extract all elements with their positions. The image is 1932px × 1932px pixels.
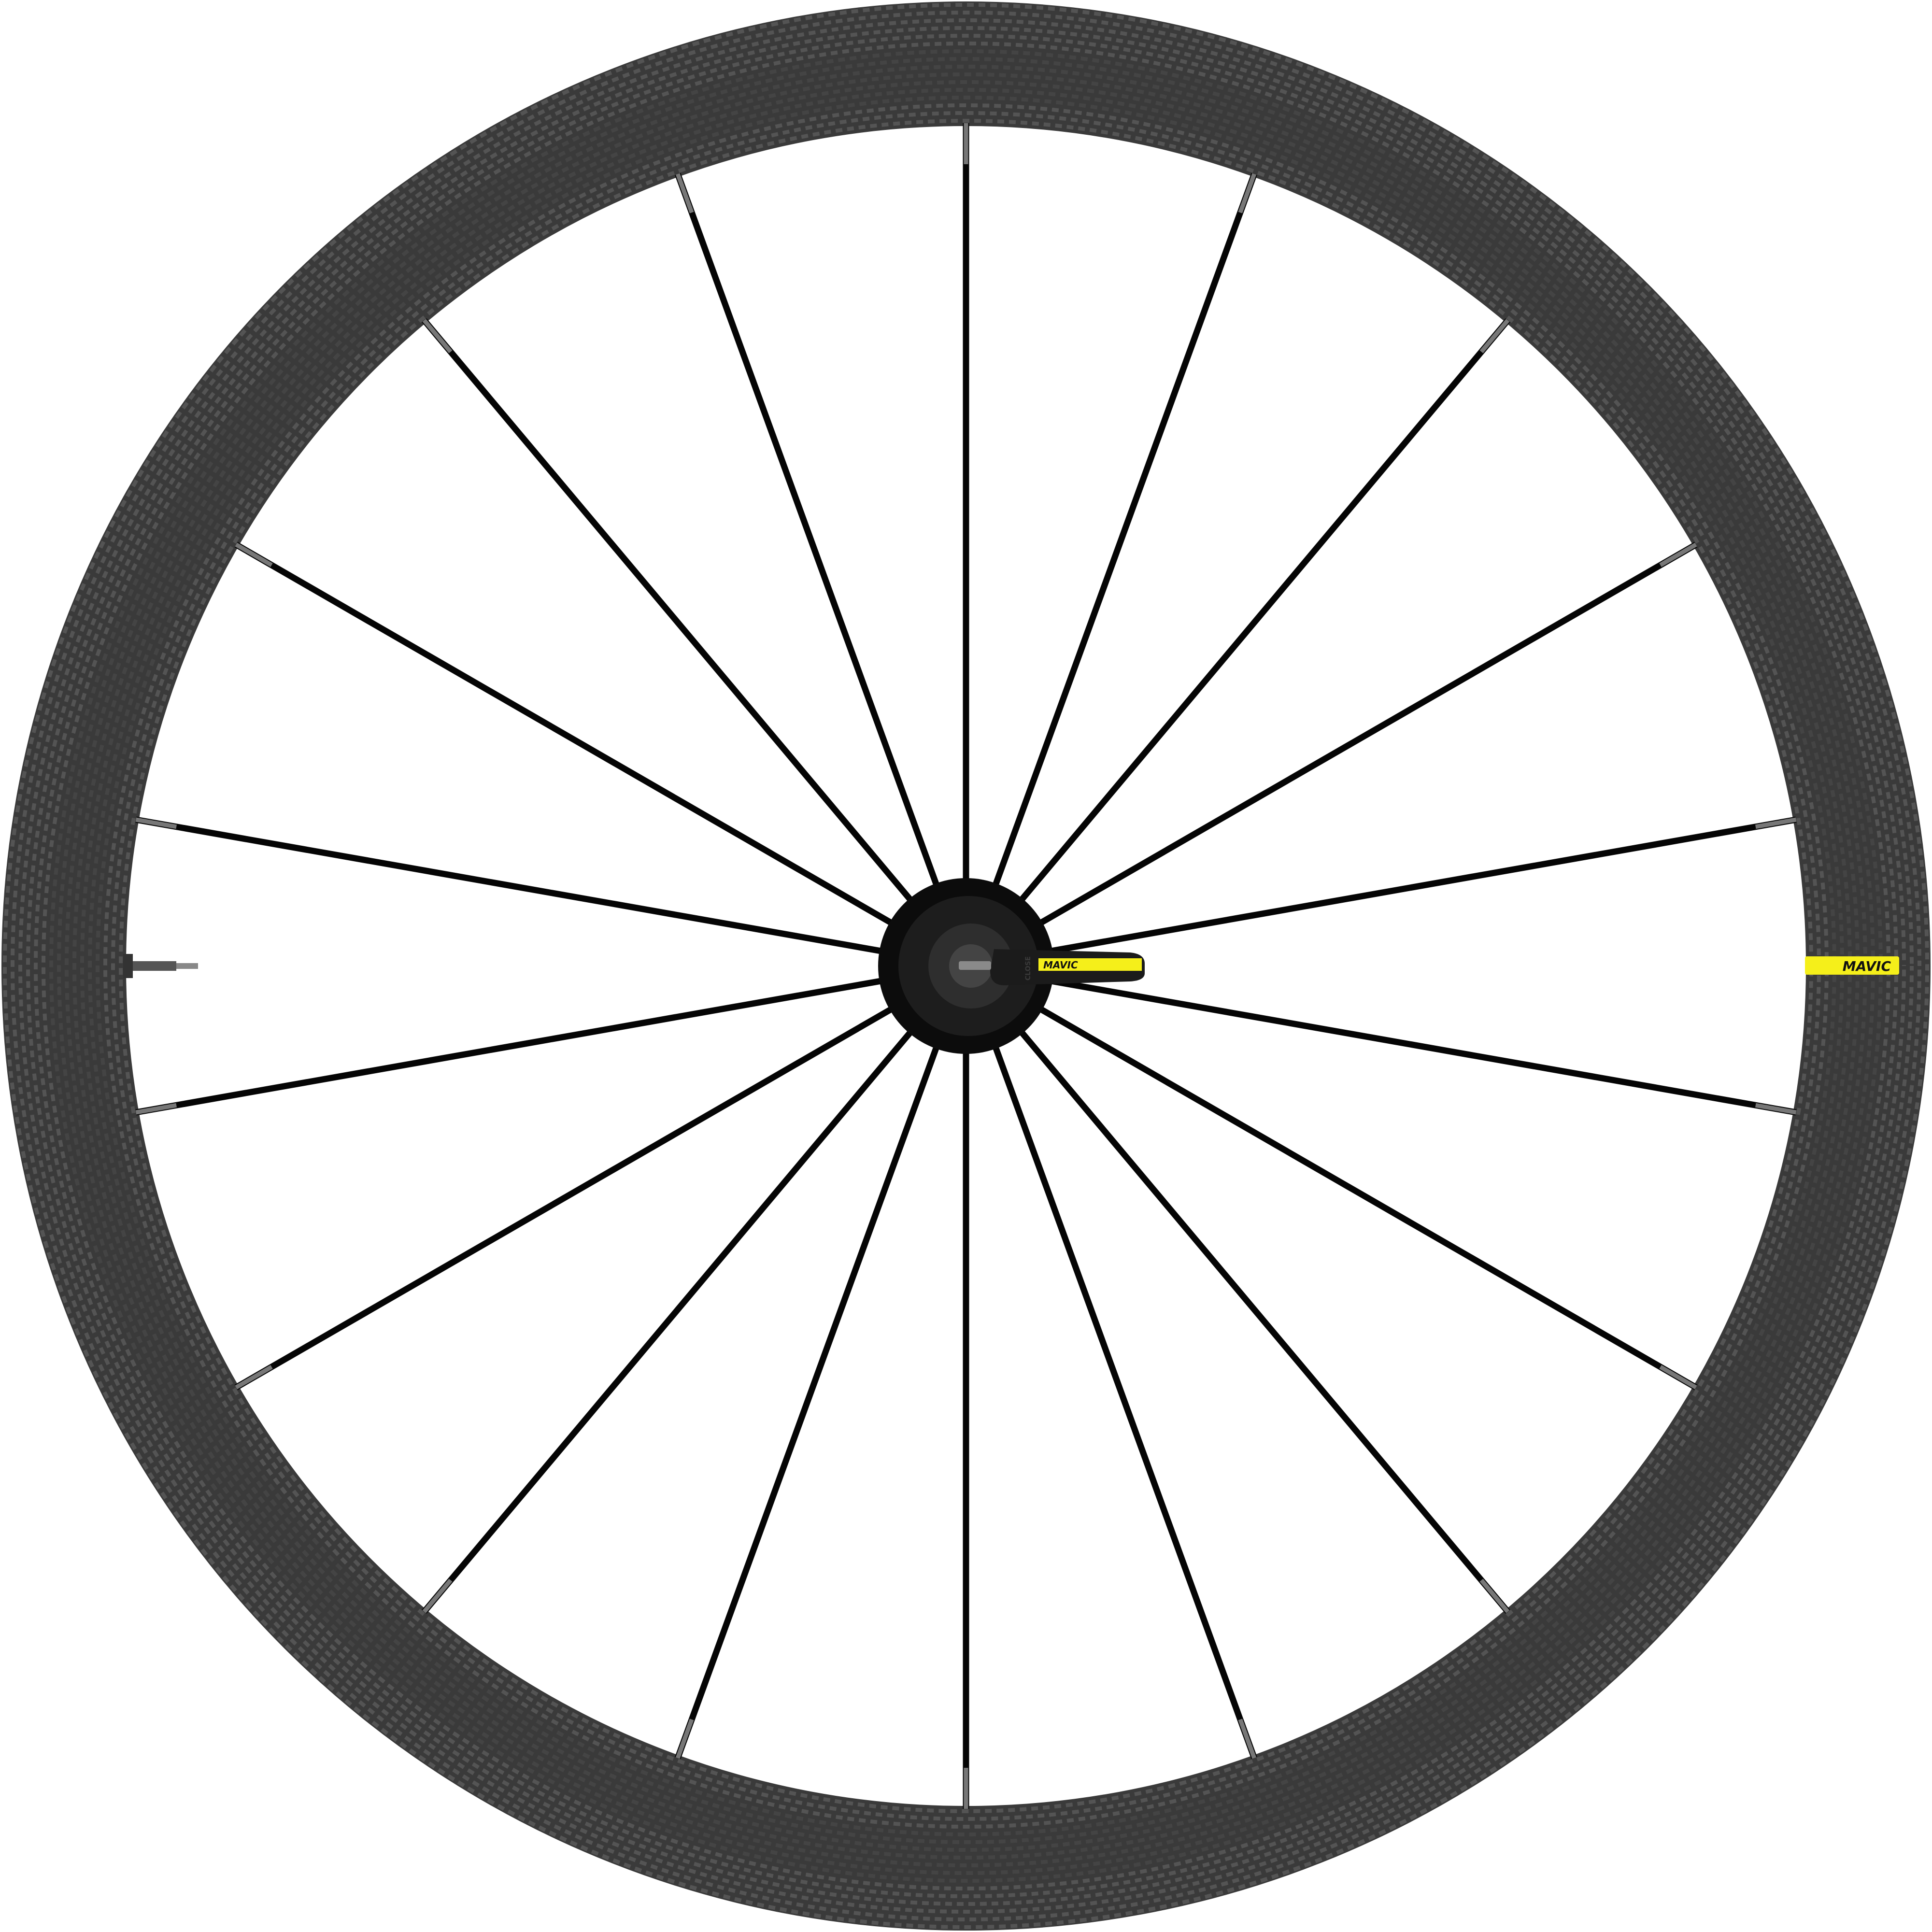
spoke	[675, 173, 944, 899]
spoke	[1027, 541, 1698, 933]
spoke-nipple	[1479, 1578, 1510, 1613]
spoke	[422, 1019, 922, 1614]
valve	[123, 954, 198, 978]
spoke	[1037, 975, 1797, 1116]
lever-stripe	[1038, 958, 1142, 971]
spoke-nipple	[422, 1578, 453, 1613]
rim-decal: MAVIC	[1805, 956, 1899, 975]
spoke	[234, 541, 905, 933]
weave-ring	[119, 119, 1813, 1813]
spoke	[1010, 318, 1510, 913]
spoke	[1027, 999, 1698, 1391]
weave-ring	[3, 3, 1929, 1929]
spoke-nipple	[1755, 1103, 1797, 1115]
spoke-nipple	[135, 1103, 177, 1115]
lever-pin	[959, 961, 991, 970]
spoke	[135, 975, 895, 1116]
spoke	[234, 999, 905, 1391]
spoke	[1037, 816, 1797, 957]
spoke-nipple	[235, 542, 273, 567]
spoke-nipple	[1659, 1365, 1697, 1390]
weave-ring	[18, 18, 1914, 1914]
rim-decal-stripe	[1805, 956, 1899, 975]
spoke	[135, 816, 895, 957]
quick-release-lever[interactable]: MAVIC CLOSE	[959, 949, 1145, 985]
rim-brand-text: MAVIC	[1843, 958, 1891, 974]
spoke-nipple	[235, 1365, 273, 1390]
spoke-nipple	[1755, 817, 1797, 829]
spoke-nipple	[422, 319, 453, 354]
spoke-nipple	[675, 1719, 694, 1759]
spoke-nipple	[1659, 542, 1697, 567]
weave-ring	[26, 26, 1906, 1906]
hub: MAVIC CLOSE	[878, 878, 1145, 1054]
spoke	[988, 1033, 1257, 1759]
spoke-nipple	[135, 817, 177, 829]
spoke-nipple	[1238, 173, 1257, 213]
spoke	[422, 318, 922, 913]
weave-ring	[72, 72, 1860, 1860]
spokes	[135, 123, 1797, 1809]
weave-ring	[11, 11, 1921, 1921]
spoke	[675, 1033, 944, 1759]
spoke-nipple	[1479, 319, 1510, 354]
lever-close-text: CLOSE	[1024, 956, 1032, 980]
lever-brand-text: MAVIC	[1043, 959, 1078, 971]
spoke-nipple	[675, 173, 694, 213]
spoke-nipple	[1238, 1719, 1257, 1759]
spoke	[988, 173, 1257, 899]
spoke	[1010, 1019, 1510, 1614]
